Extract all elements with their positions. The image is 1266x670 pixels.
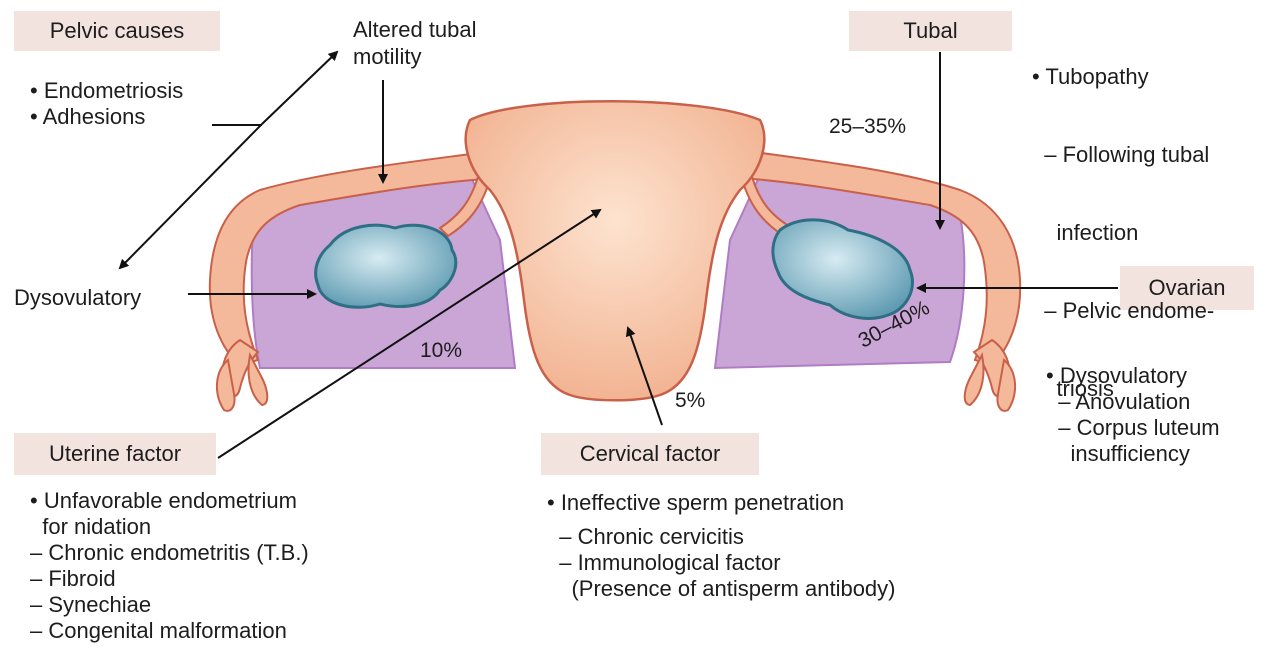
- list-item: (Presence of antisperm antibody): [547, 576, 896, 602]
- list-item: • Unfavorable endometrium: [30, 488, 309, 514]
- tubal-percentage: 25–35%: [829, 116, 906, 137]
- list-item: infection: [1032, 220, 1214, 246]
- list-item: – Chronic cervicitis: [547, 524, 896, 550]
- uterine-causes-list: • Unfavorable endometrium for nidation –…: [30, 488, 309, 644]
- arrow-pelvic-to-motility: [262, 52, 337, 124]
- list-item: – Synechiae: [30, 592, 309, 618]
- altered-tubal-motility-line1: Altered tubal: [353, 17, 477, 43]
- list-item: – Pelvic endome-: [1032, 298, 1214, 324]
- list-item: – Chronic endometritis (T.B.): [30, 540, 309, 566]
- left-ovary: [316, 225, 456, 307]
- list-item: • Tubopathy: [1032, 64, 1214, 90]
- list-item: – Congenital malformation: [30, 618, 309, 644]
- ovarian-causes-list: • Dysovulatory – Anovulation – Corpus lu…: [1046, 363, 1220, 467]
- pelvic-causes-list: • Endometriosis • Adhesions: [30, 78, 183, 130]
- cervical-factor-label: Cervical factor: [541, 433, 759, 475]
- cervical-percentage: 5%: [675, 390, 705, 411]
- tubal-label: Tubal: [849, 11, 1012, 51]
- pelvic-causes-label: Pelvic causes: [14, 11, 220, 51]
- list-item: – Fibroid: [30, 566, 309, 592]
- list-item: • Dysovulatory: [1046, 363, 1220, 389]
- list-item: • Ineffective sperm penetration: [547, 490, 896, 516]
- list-item: – Anovulation: [1046, 389, 1220, 415]
- dysovulatory-label: Dysovulatory: [14, 285, 141, 311]
- cervical-causes-list: • Ineffective sperm penetration – Chroni…: [547, 490, 896, 602]
- altered-tubal-motility-line2: motility: [353, 44, 421, 70]
- list-item: – Immunological factor: [547, 550, 896, 576]
- list-item: • Endometriosis: [30, 78, 183, 104]
- list-item: – Corpus luteum: [1046, 415, 1220, 441]
- list-item: insufficiency: [1046, 441, 1220, 467]
- right-fimbriae: [965, 340, 1015, 411]
- uterine-percentage: 10%: [420, 340, 462, 361]
- uterine-factor-label: Uterine factor: [14, 433, 216, 475]
- list-item: • Adhesions: [30, 104, 183, 130]
- list-item: – Following tubal: [1032, 142, 1214, 168]
- list-item: for nidation: [30, 514, 309, 540]
